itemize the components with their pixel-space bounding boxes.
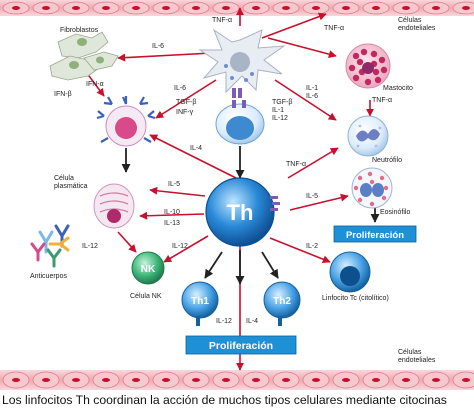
ifn-beta-label: IFN-β [54,91,72,98]
arrow-il5-left [149,186,206,197]
arrow-il12-left [163,235,209,263]
arrow-il6-fibro [117,52,213,62]
anticuerpos-label: Anticuerpos [30,273,67,280]
arrow-th-th1 [204,251,223,279]
anticuerpos-icons [30,224,70,268]
arrow-il4 [149,134,237,179]
arrow-il2 [269,237,331,264]
eosinofilo-cell [351,167,393,209]
celula-nk-label: Célula NK [130,293,162,300]
il12-apc-label: IL-12 [272,115,288,122]
neutrofilo-cell [347,115,389,157]
proliferacion-right-label: Proliferación [346,230,404,241]
tnf-top-right-label: TNF-α [324,25,344,32]
proliferacion-box-bottom: Proliferación [185,335,297,355]
nk-cell: NK [131,251,165,285]
fibroblastos-label: Fibroblastos [60,27,99,34]
arrow-il10 [139,211,205,220]
mastocito-cell [345,43,391,89]
tgf-right-label: TGF-β [272,99,292,106]
th-label: Th [227,200,254,225]
tnf-neutro-label: TNF-α [286,161,306,168]
neutrofilo-label: Neutrófilo [372,157,402,164]
cytokine-network-diagram: NK Th Th1 Th2 Proliferación Proliferació… [0,0,474,390]
il10-label: IL-10 [164,209,180,216]
endothelium-bottom [0,370,474,390]
arrow-il6-apc [155,79,217,119]
b-cell [96,96,156,147]
proliferacion-bottom-label: Proliferación [209,340,273,352]
th2-label: Th2 [273,296,291,307]
arrow-tnf-mast [267,37,337,59]
mastocito-label: Mastocito [383,85,413,92]
il4-bottom-label: IL-4 [246,318,258,325]
th2-cell: Th2 [263,281,301,326]
il6-fibro-label: IL-6 [152,43,164,50]
development-arrows [121,146,380,285]
plasmatica-cell [93,183,135,229]
tgf-left-label: TGF-β [176,99,196,106]
il5-left-label: IL-5 [168,181,180,188]
il1-apc-label: IL-1 [272,107,284,114]
tnf-mast-label: TNF-α [372,97,392,104]
fibroblastos-cells [49,31,119,81]
naive-t-cell [215,100,265,145]
dendritic-cell [198,28,286,98]
cell-labels: Fibroblastos Mastocito Neutrófilo Eosinó… [30,17,436,364]
cytokine-arrows [85,7,374,371]
arrow-il1-il6 [274,79,337,121]
ifn-alpha-label: IFN-α [86,81,104,88]
il12-nk-label: IL-12 [82,243,98,250]
eosinofilo-label: Eosinófilo [380,209,410,216]
arrow-il5-right [289,193,349,211]
arrow-il12-nk [117,231,137,253]
arrow-th-th2 [261,251,279,279]
figure-caption: Los linfocitos Th coordinan la acción de… [2,393,447,407]
arrow-tnf-top-right [261,12,327,39]
il5-right-label: IL-5 [306,193,318,200]
il4-label: IL-4 [190,145,202,152]
il13-label: IL-13 [164,220,180,227]
inf-gamma-label: INF-γ [176,109,194,116]
il12-bottom-label: IL-12 [216,318,232,325]
tnf-top-left-label: TNF-α [212,17,232,24]
nk-label: NK [141,264,156,275]
linfocito-tc-label: Linfocito Tc (citolítico) [322,295,389,302]
th-cell: Th [205,177,280,247]
th1-cell: Th1 [181,281,219,326]
arrow-ifn-alpha [85,71,105,97]
il2-label: IL-2 [306,243,318,250]
linfocito-tc-cell [329,251,371,293]
il6-apc-label: IL-6 [174,85,186,92]
il12-left-label: IL-12 [172,243,188,250]
th1-label: Th1 [191,296,209,307]
cytokine-labels: TNF-α TNF-α IL-6 IFN-α IFN-β IL-6 TGF-β … [54,17,392,325]
proliferacion-box-right: Proliferación [333,225,417,243]
arrow-tnf-neutro [287,147,339,179]
endothelium-top [0,0,474,16]
